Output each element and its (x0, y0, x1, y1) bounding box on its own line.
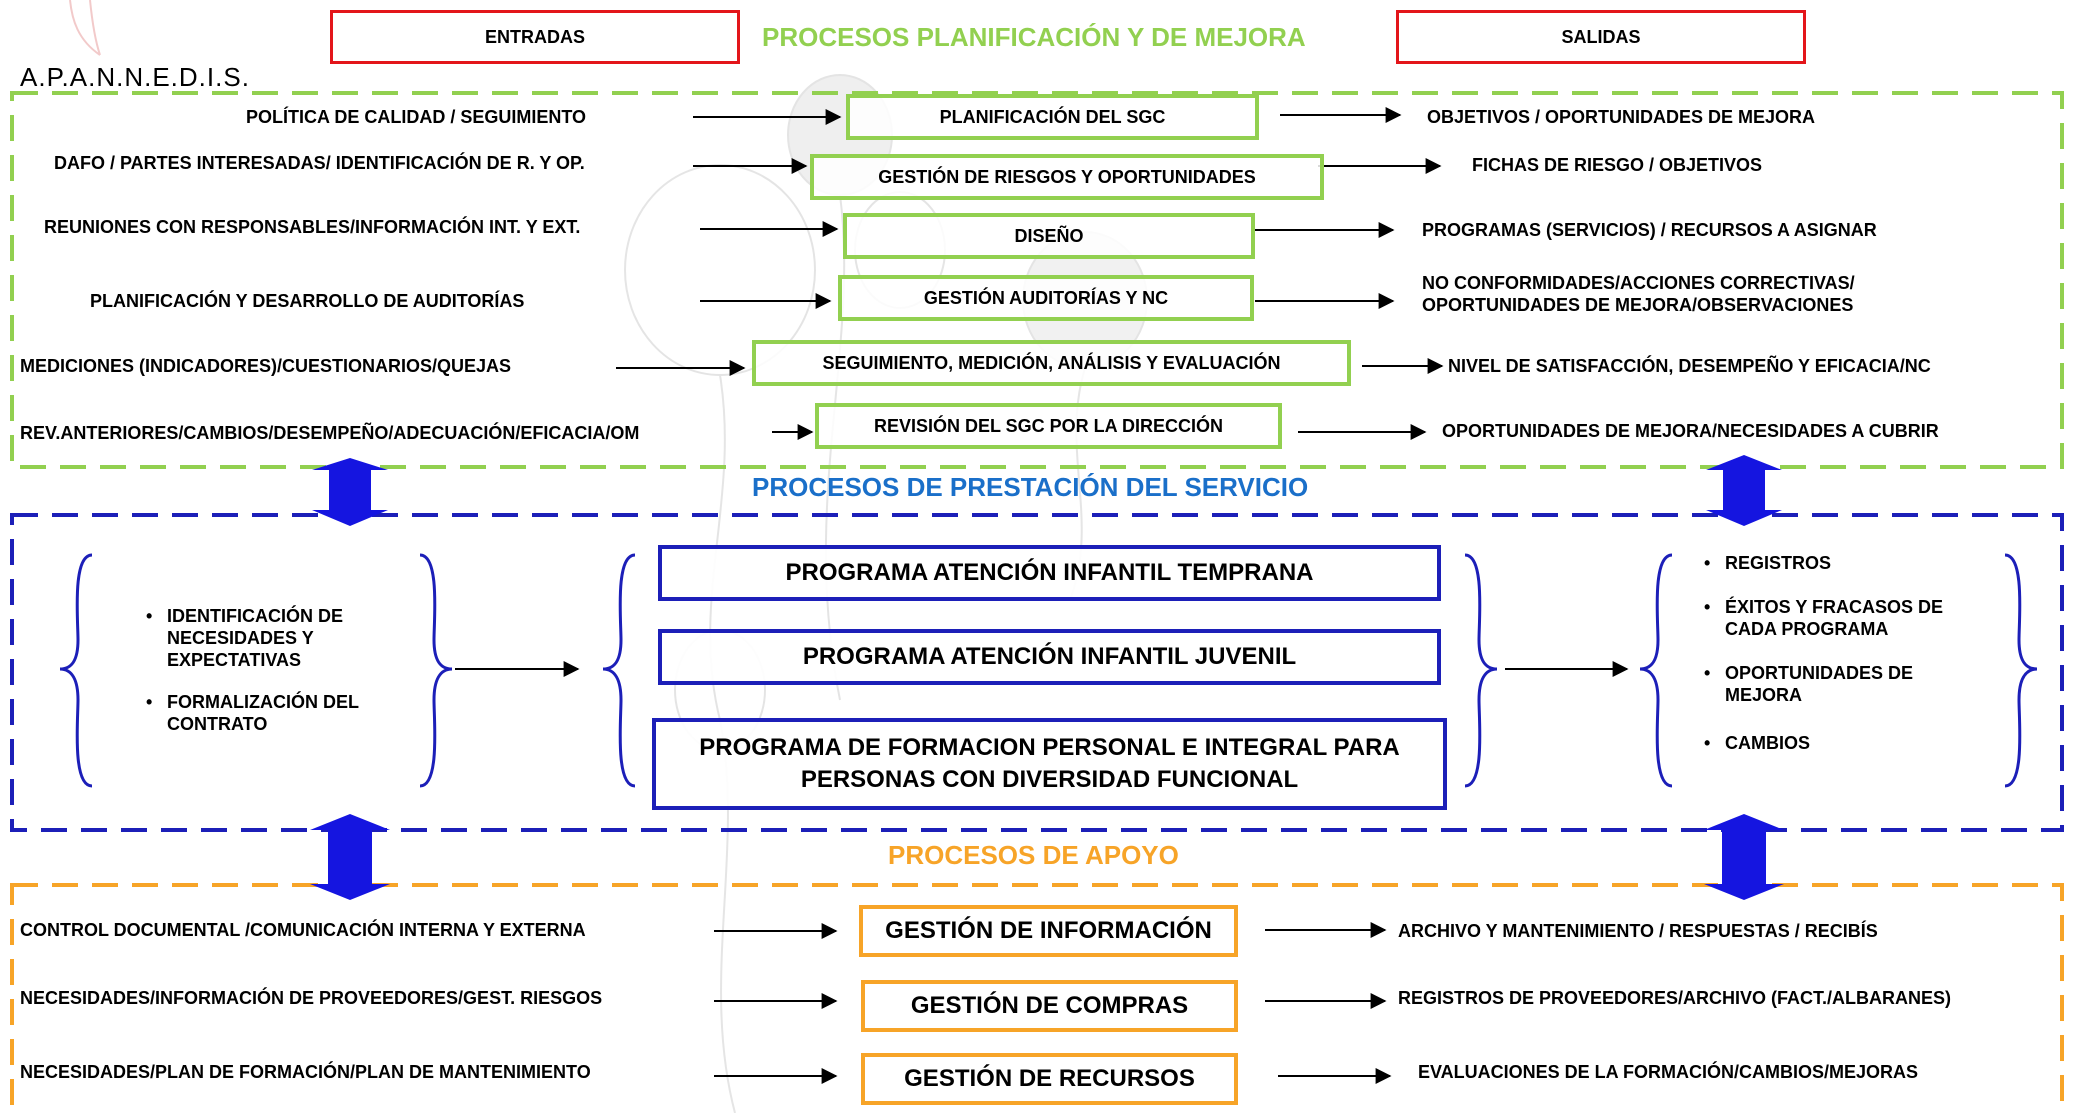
plan-process-6: REVISIÓN DEL SGC POR LA DIRECCIÓN (815, 403, 1282, 449)
plan-input-3: REUNIONES CON RESPONSABLES/INFORMACIÓN I… (44, 217, 581, 237)
prestacion-output-1: REGISTROS (1700, 552, 1960, 574)
brace-right-close (2004, 553, 2038, 788)
plan-input-2: DAFO / PARTES INTERESADAS/ IDENTIFICACIÓ… (54, 153, 585, 173)
plan-input-4: PLANIFICACIÓN Y DESARROLLO DE AUDITORÍAS (90, 291, 525, 311)
connector-right-bottom (1704, 814, 1784, 900)
prestacion-output-3: OPORTUNIDADES DE MEJORA (1700, 662, 1960, 706)
connector-left-bottom (310, 814, 390, 900)
plan-output-1: OBJETIVOS / OPORTUNIDADES DE MEJORA (1427, 107, 1816, 127)
connector-left-top (312, 458, 388, 526)
plan-input-6: REV.ANTERIORES/CAMBIOS/DESEMPEÑO/ADECUAC… (20, 423, 640, 443)
apoyo-input-1: CONTROL DOCUMENTAL /COMUNICACIÓN INTERNA… (20, 920, 586, 940)
apoyo-output-2: REGISTROS DE PROVEEDORES/ARCHIVO (FACT./… (1398, 988, 1952, 1008)
apoyo-process-2: GESTIÓN DE COMPRAS (861, 980, 1238, 1032)
apoyo-arrows (714, 922, 1392, 1084)
plan-process-2: GESTIÓN DE RIESGOS Y OPORTUNIDADES (810, 154, 1324, 200)
prestacion-title: PROCESOS DE PRESTACIÓN DEL SERVICIO (752, 472, 1309, 502)
prestacion-input-2: FORMALIZACIÓN DEL CONTRATO (142, 691, 382, 735)
prestacion-output-4: CAMBIOS (1700, 732, 1960, 754)
plan-input-1: POLÍTICA DE CALIDAD / SEGUIMIENTO (246, 107, 587, 127)
plan-process-4: GESTIÓN AUDITORÍAS Y NC (838, 275, 1254, 321)
plan-process-1: PLANIFICACIÓN DEL SGC (846, 94, 1259, 140)
org-name: A.P.A.N.N.E.D.I.S. (20, 62, 250, 92)
brace-mid-close (1464, 553, 1498, 788)
plan-input-5: MEDICIONES (INDICADORES)/CUESTIONARIOS/Q… (20, 356, 512, 376)
apoyo-input-2: NECESIDADES/INFORMACIÓN DE PROVEEDORES/G… (20, 988, 603, 1008)
brace-left-open (59, 553, 93, 788)
braces (59, 553, 2038, 788)
plan-process-5: SEGUIMIENTO, MEDICIÓN, ANÁLISIS Y EVALUA… (752, 340, 1351, 386)
brace-mid-open (602, 553, 636, 788)
plan-output-6: OPORTUNIDADES DE MEJORA/NECESIDADES A CU… (1442, 421, 1939, 441)
salidas-header: SALIDAS (1396, 10, 1806, 64)
prestacion-output-2: ÉXITOS Y FRACASOS DE CADA PROGRAMA (1700, 596, 1960, 640)
program-3: PROGRAMA DE FORMACION PERSONAL E INTEGRA… (652, 718, 1447, 810)
apoyo-output-1: ARCHIVO Y MANTENIMIENTO / RESPUESTAS / R… (1398, 921, 1878, 941)
planificacion-frame (10, 91, 2064, 469)
entradas-header: ENTRADAS (330, 10, 740, 64)
brace-left-close (419, 553, 453, 788)
plan-process-3: DISEÑO (843, 213, 1255, 259)
plan-output-4a: NO CONFORMIDADES/ACCIONES CORRECTIVAS/ (1422, 273, 1855, 293)
prestacion-outputs: REGISTROS ÉXITOS Y FRACASOS DE CADA PROG… (1700, 552, 1960, 754)
prestacion-inputs: IDENTIFICACIÓN DE NECESIDADES Y EXPECTAT… (142, 605, 382, 735)
apoyo-title: PROCESOS DE APOYO (888, 840, 1179, 870)
connector-arrows (310, 455, 1784, 900)
program-2: PROGRAMA ATENCIÓN INFANTIL JUVENIL (658, 629, 1441, 685)
apoyo-output-3: EVALUACIONES DE LA FORMACIÓN/CAMBIOS/MEJ… (1418, 1062, 1919, 1082)
planificacion-title: PROCESOS PLANIFICACIÓN Y DE MEJORA (762, 22, 1306, 52)
plan-output-3: PROGRAMAS (SERVICIOS) / RECURSOS A ASIGN… (1422, 220, 1877, 240)
prestacion-frame (10, 513, 2064, 832)
apoyo-process-1: GESTIÓN DE INFORMACIÓN (859, 905, 1238, 957)
connector-right-top (1706, 455, 1782, 526)
program-1: PROGRAMA ATENCIÓN INFANTIL TEMPRANA (658, 545, 1441, 601)
plan-output-2: FICHAS DE RIESGO / OBJETIVOS (1472, 155, 1763, 175)
planificacion-arrows (616, 107, 1444, 440)
apoyo-input-3: NECESIDADES/PLAN DE FORMACIÓN/PLAN DE MA… (20, 1062, 591, 1082)
plan-output-4b: OPORTUNIDADES DE MEJORA/OBSERVACIONES (1422, 295, 1854, 315)
apoyo-process-3: GESTIÓN DE RECURSOS (861, 1053, 1238, 1105)
apoyo-frame (10, 883, 2064, 1113)
brace-right-open (1639, 553, 1673, 788)
plan-output-5: NIVEL DE SATISFACCIÓN, DESEMPEÑO Y EFICA… (1448, 356, 1931, 376)
prestacion-input-1: IDENTIFICACIÓN DE NECESIDADES Y EXPECTAT… (142, 605, 382, 671)
